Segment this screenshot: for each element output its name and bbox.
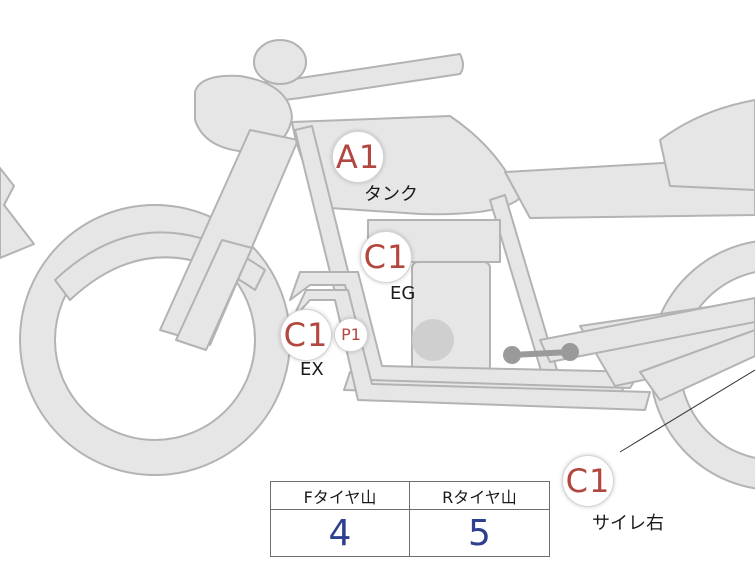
engine-cover (412, 319, 454, 361)
left-fragment (0, 167, 35, 259)
front-fork (159, 129, 299, 346)
label-silencer: サイレ右 (592, 513, 664, 534)
marker-exhaust-sub[interactable]: P1 (334, 318, 368, 352)
exhaust-pipe-2 (291, 289, 651, 411)
handlebar (249, 53, 464, 105)
rear-tail (659, 99, 755, 191)
marker-engine[interactable]: C1 (360, 231, 412, 283)
front-tire-header: Fタイヤ山 (271, 482, 410, 510)
marker-tank[interactable]: A1 (332, 131, 384, 183)
label-engine: EG (390, 283, 416, 304)
silencer-callout-line (619, 369, 755, 453)
fork-lower (175, 239, 253, 351)
front-tire-value: 4 (271, 510, 410, 556)
marker-tank-code: A1 (335, 138, 381, 176)
marker-silencer[interactable]: C1 (562, 455, 614, 507)
marker-silencer-code: C1 (565, 462, 611, 500)
rear-tire-value: 5 (468, 512, 491, 554)
handlebar-mirror (253, 39, 307, 85)
rear-tire-header: Rタイヤ山 (410, 482, 549, 510)
label-exhaust: EX (300, 359, 324, 380)
marker-exhaust[interactable]: C1 (280, 309, 332, 361)
footpeg (509, 349, 573, 358)
rear-shock (639, 329, 755, 401)
marker-engine-code: C1 (363, 238, 409, 276)
tire-tread-table: Fタイヤ山 Rタイヤ山 4 5 (270, 481, 550, 557)
marker-exhaust-code: C1 (283, 316, 329, 354)
marker-exhaust-sub-code: P1 (341, 325, 361, 344)
label-tank: タンク (364, 184, 418, 205)
